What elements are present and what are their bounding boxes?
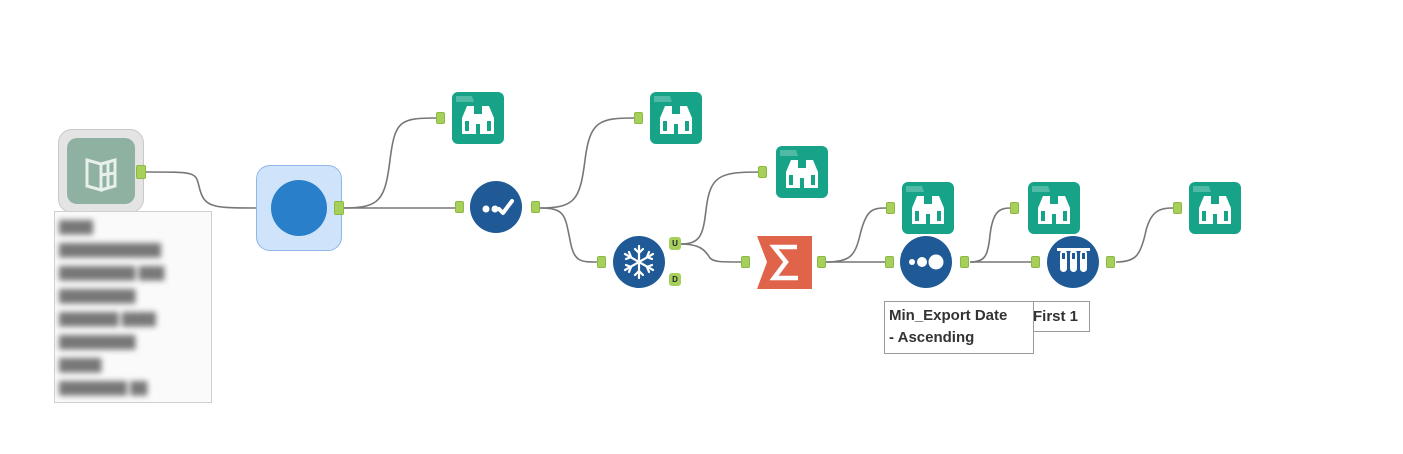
binoculars-icon	[776, 146, 828, 203]
formula-tool[interactable]	[470, 181, 522, 233]
binoculars-icon	[1028, 182, 1080, 239]
blue-circle-icon	[271, 180, 327, 236]
summarize-input-anchor[interactable]	[741, 256, 750, 268]
input-annotation-redacted: █████████████████████████ ██████████████…	[54, 211, 212, 403]
browse-tool-5[interactable]	[1028, 182, 1080, 234]
browse-tool-2[interactable]	[650, 92, 702, 144]
connector-summarize-browse4	[825, 207, 887, 263]
sample-tool[interactable]	[1047, 236, 1099, 288]
connector-input-select	[145, 171, 259, 209]
browse-tool-1[interactable]	[452, 92, 504, 144]
input-output-anchor[interactable]	[136, 165, 146, 179]
browse6-input-anchor[interactable]	[1173, 202, 1182, 214]
unique-u-anchor[interactable]: U	[669, 237, 681, 250]
unique-d-anchor[interactable]: D	[669, 273, 681, 286]
sample-input-anchor[interactable]	[1031, 256, 1040, 268]
sample-annotation-text: First 1	[1033, 308, 1079, 325]
unique-input-anchor[interactable]	[597, 256, 606, 268]
sort-annotation: Min_Export Date - Ascending	[884, 301, 1034, 354]
sort-tool[interactable]	[900, 236, 952, 288]
binoculars-icon	[902, 182, 954, 239]
sample-output-anchor[interactable]	[1106, 256, 1115, 268]
binoculars-icon	[452, 92, 504, 149]
connector-select-browse1	[343, 117, 439, 209]
browse-tool-3[interactable]	[776, 146, 828, 198]
formula-output-anchor[interactable]	[531, 201, 540, 213]
sigma-icon	[757, 236, 812, 289]
sort-output-anchor[interactable]	[960, 256, 969, 268]
binoculars-icon	[1189, 182, 1241, 239]
formula-input-anchor[interactable]	[455, 201, 464, 213]
select-output-anchor[interactable]	[334, 201, 344, 215]
summarize-tool[interactable]	[757, 236, 812, 289]
connector-sample-browse6	[1115, 207, 1175, 263]
select-tool[interactable]	[256, 165, 342, 251]
sort-annotation-line2: - Ascending	[889, 329, 975, 346]
checkmark-dots-icon	[482, 199, 514, 215]
browse-tool-4[interactable]	[902, 182, 954, 234]
binoculars-icon	[650, 92, 702, 149]
browse2-input-anchor[interactable]	[634, 112, 643, 124]
three-dots-icon	[909, 254, 944, 270]
connector-unique-summarize	[679, 243, 743, 263]
unique-tool[interactable]	[613, 236, 665, 288]
test-tubes-icon	[1057, 248, 1090, 272]
book-icon	[67, 138, 135, 204]
browse-tool-6[interactable]	[1189, 182, 1241, 234]
connector-unique-browse3	[679, 171, 761, 245]
sort-input-anchor[interactable]	[885, 256, 894, 268]
redacted-text: █████████████████████████ ██████████████…	[59, 220, 165, 395]
browse1-input-anchor[interactable]	[436, 112, 445, 124]
browse5-input-anchor[interactable]	[1010, 202, 1019, 214]
connector-formula-unique	[539, 207, 599, 263]
browse3-input-anchor[interactable]	[758, 166, 767, 178]
browse4-input-anchor[interactable]	[886, 202, 895, 214]
connector-sort-browse5	[969, 207, 1013, 263]
input-tool[interactable]	[58, 129, 144, 213]
summarize-output-anchor[interactable]	[817, 256, 826, 268]
connector-formula-browse2	[539, 117, 637, 209]
sort-annotation-line1: Min_Export Date	[889, 307, 1008, 324]
snowflake-icon	[623, 244, 655, 280]
